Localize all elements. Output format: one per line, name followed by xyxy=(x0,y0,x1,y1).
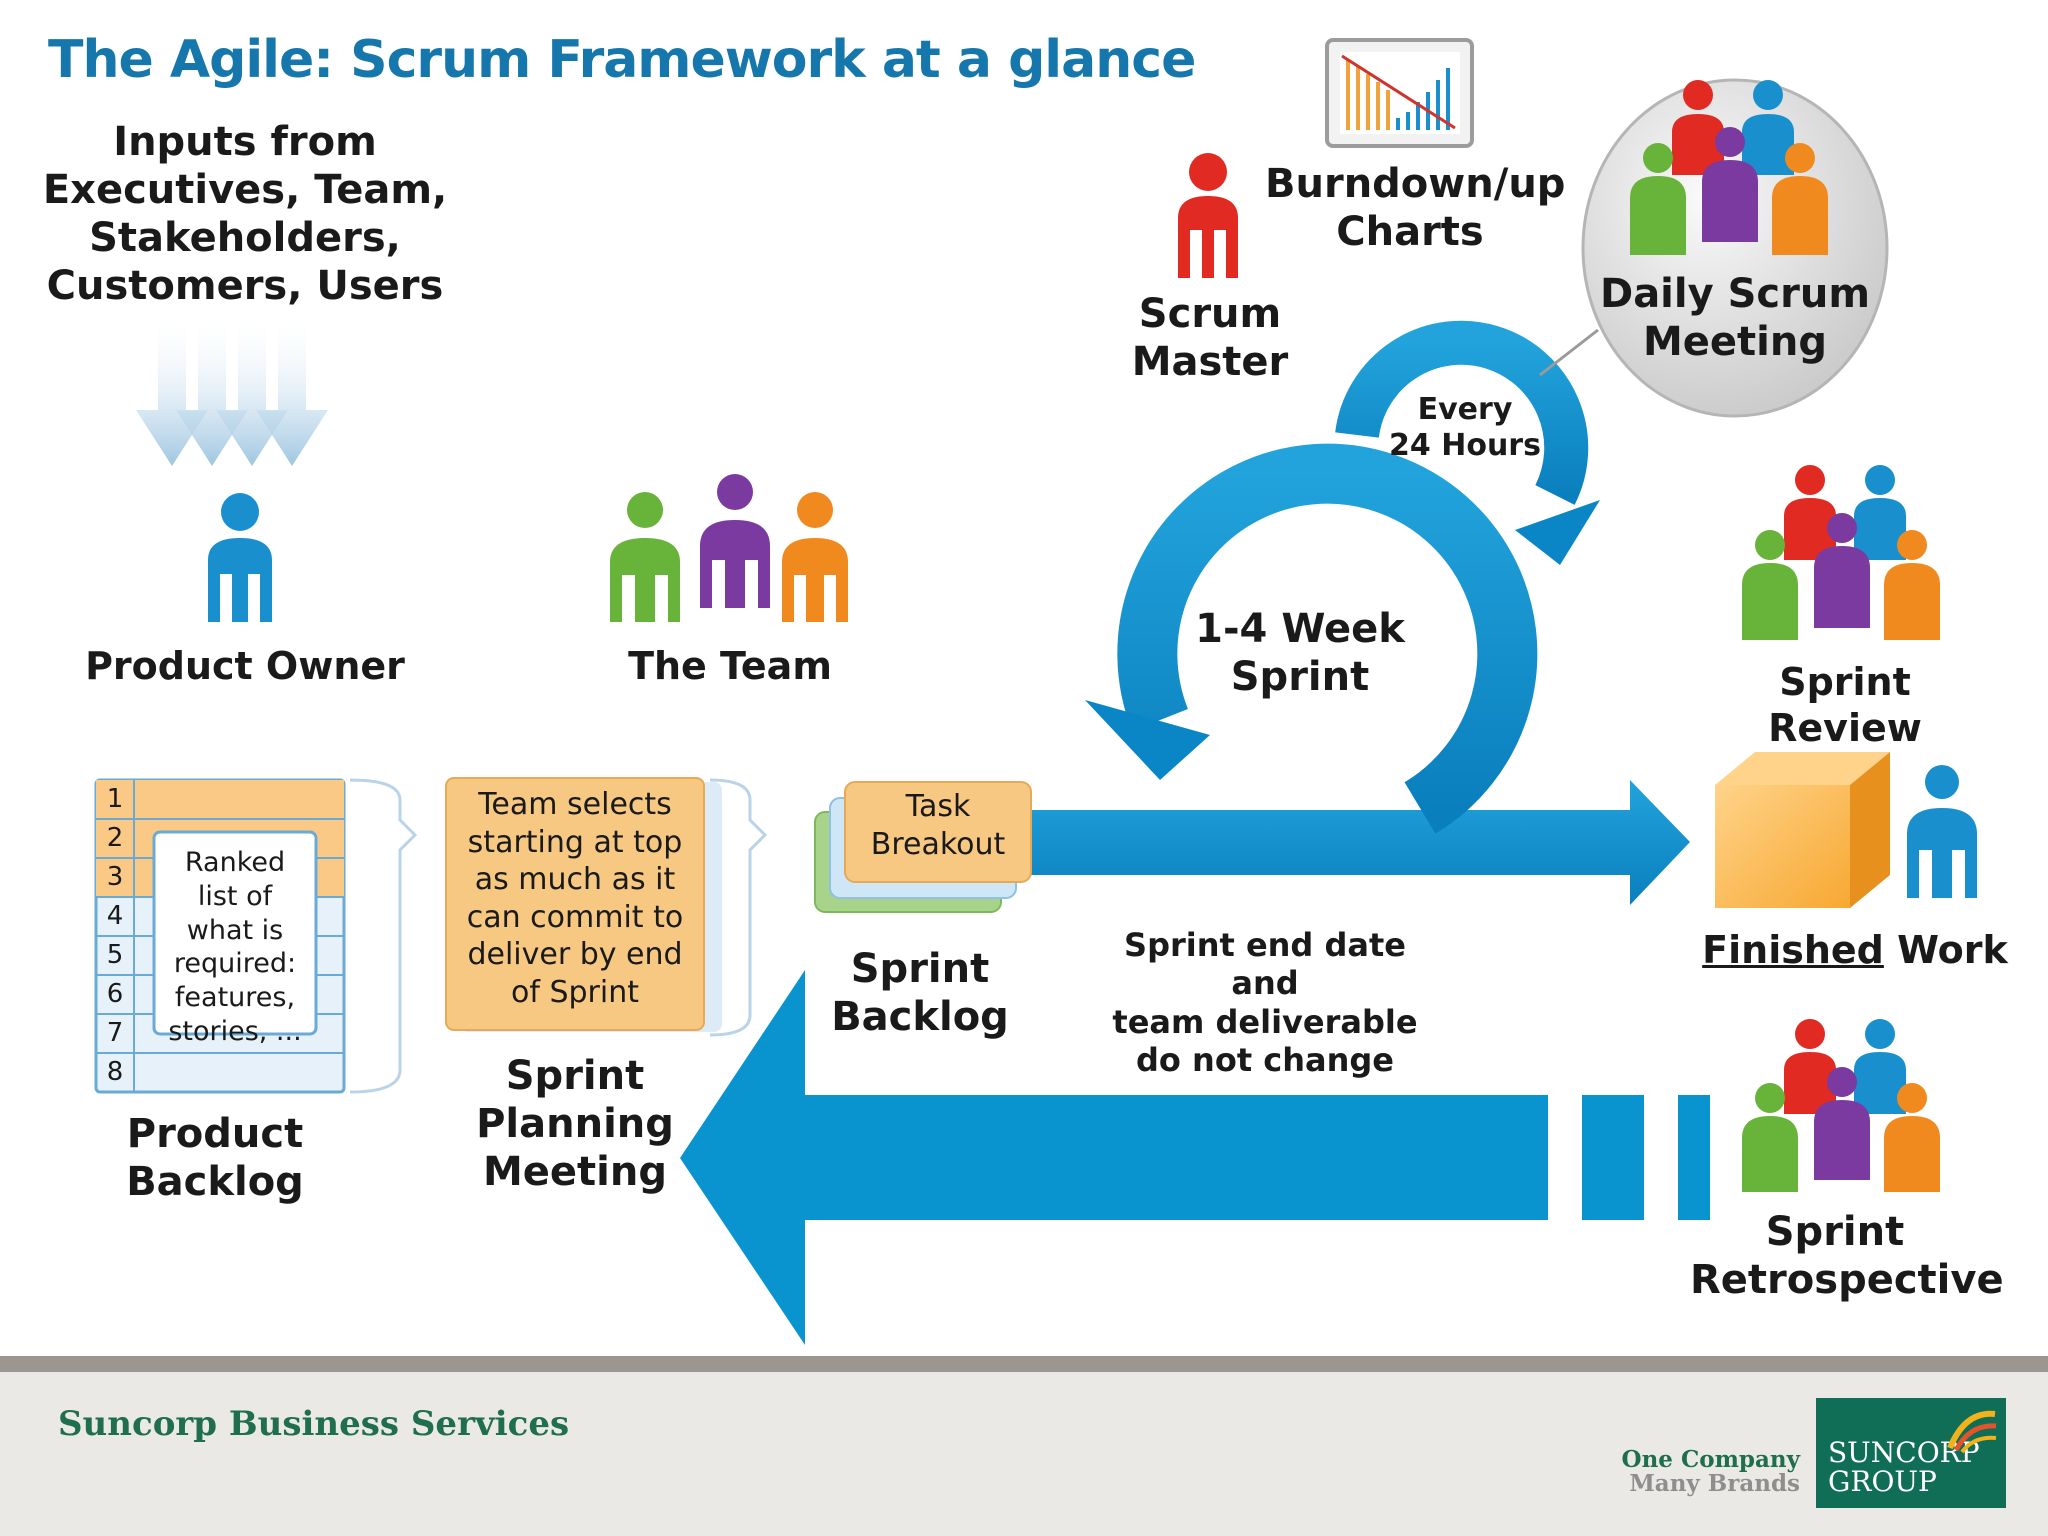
sprint-loop xyxy=(1085,443,1538,834)
sun-icon xyxy=(1947,1410,1997,1454)
daily-loop xyxy=(1335,320,1600,565)
product-owner-label: Product Owner xyxy=(85,644,405,688)
footer-divider xyxy=(0,1356,2048,1372)
sprint-retrospective-group-icon xyxy=(1742,1019,1940,1192)
task-breakout-stack xyxy=(814,781,1032,913)
sprint-backlog-label: Sprint Backlog xyxy=(831,946,1009,1040)
every-24-hours-label: Every 24 Hours xyxy=(1389,392,1541,463)
backlog-row: 3 xyxy=(106,862,124,892)
backlog-row: 8 xyxy=(106,1057,124,1087)
retrospective-feedback-arrow xyxy=(680,970,1710,1345)
burndown-label: Burndown/up Charts xyxy=(1265,161,1566,255)
footer-company-name: Suncorp Business Services xyxy=(58,1404,570,1444)
backlog-row: 7 xyxy=(106,1018,124,1048)
daily-scrum-group-icon xyxy=(1630,80,1828,255)
task-breakout-text: Task Breakout xyxy=(870,789,1006,862)
finished-work-person-icon xyxy=(1907,765,1977,898)
product-backlog-label: Product Backlog xyxy=(126,1111,304,1205)
sprint-review-group-icon xyxy=(1742,465,1940,640)
product-backlog-list xyxy=(94,778,418,1094)
backlog-row: 6 xyxy=(106,979,124,1009)
scrum-master-icon xyxy=(1178,153,1238,278)
sprint-review-label: Sprint Review xyxy=(1768,660,1922,750)
sprint-end-note: Sprint end date and team deliverable do … xyxy=(1112,926,1418,1080)
sprint-planning-note xyxy=(445,777,768,1037)
the-team-label: The Team xyxy=(628,644,832,688)
footer xyxy=(0,1356,2048,1536)
the-team-icon xyxy=(610,474,848,622)
scrum-master-label: Scrum Master xyxy=(1131,291,1289,385)
backlog-row: 5 xyxy=(106,940,124,970)
inputs-label: Inputs from Executives, Team, Stakeholde… xyxy=(42,119,448,309)
finished-work-label: Finished Work xyxy=(1702,928,2008,972)
page-title: The Agile: Scrum Framework at a glance xyxy=(48,30,1196,90)
footer-tagline: One Company Many Brands xyxy=(1621,1446,1800,1498)
backlog-row-numbers: 1 2 3 4 5 6 7 8 xyxy=(100,784,130,1096)
backlog-row: 1 xyxy=(106,784,124,814)
backlog-note: Ranked list of what is required: feature… xyxy=(168,847,302,1047)
finished-work-box-icon xyxy=(1715,752,1890,908)
sprint-retrospective-label: Sprint Retrospective xyxy=(1690,1209,2004,1303)
sprint-planning-note-text: Team selects starting at top as much as … xyxy=(466,787,684,1010)
sprint-duration-label: 1-4 Week Sprint xyxy=(1195,606,1405,700)
daily-scrum-label: Daily Scrum Meeting xyxy=(1599,271,1871,365)
sprint-flow-arrow xyxy=(1020,780,1690,905)
burndown-chart-icon xyxy=(1325,38,1474,148)
sprint-planning-label: Sprint Planning Meeting xyxy=(476,1053,674,1195)
product-owner-icon xyxy=(208,493,272,622)
backlog-row: 2 xyxy=(106,823,124,853)
inputs-arrows xyxy=(136,310,328,466)
suncorp-logo: SUNCORP GROUP xyxy=(1816,1398,2006,1508)
backlog-row: 4 xyxy=(106,901,124,931)
